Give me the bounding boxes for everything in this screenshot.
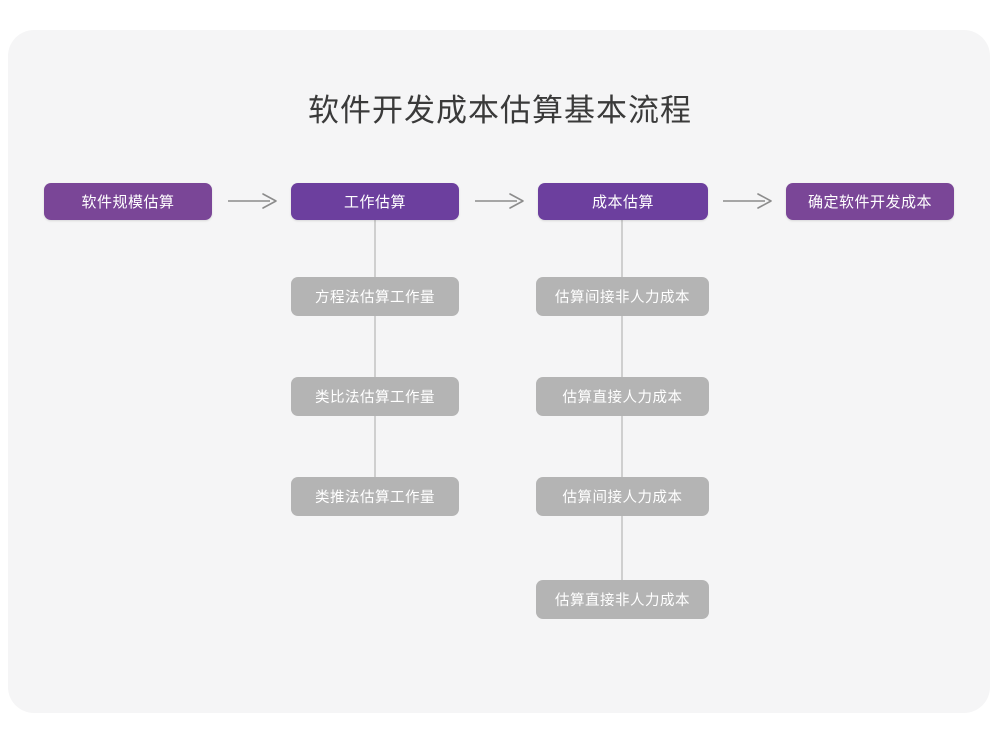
connector-cost-col-upper bbox=[621, 220, 623, 277]
flow-step-4[interactable]: 确定软件开发成本 bbox=[786, 183, 954, 220]
diagram-card bbox=[8, 30, 990, 713]
branch-item-label: 类比法估算工作量 bbox=[315, 390, 435, 406]
branch-item-label: 估算间接非人力成本 bbox=[555, 290, 690, 306]
branch-2-item-1[interactable]: 估算间接非人力成本 bbox=[536, 277, 709, 316]
branch-1-item-2[interactable]: 类比法估算工作量 bbox=[291, 377, 459, 416]
branch-item-label: 估算间接人力成本 bbox=[562, 490, 683, 506]
flow-step-3[interactable]: 成本估算 bbox=[538, 183, 708, 220]
branch-1-item-3[interactable]: 类推法估算工作量 bbox=[291, 477, 459, 516]
branch-item-label: 方程法估算工作量 bbox=[315, 290, 435, 306]
flow-step-label: 软件规模估算 bbox=[81, 194, 175, 211]
branch-item-label: 估算直接人力成本 bbox=[562, 390, 683, 406]
branch-item-label: 估算直接非人力成本 bbox=[555, 593, 690, 609]
connector-cost-col-lower bbox=[621, 416, 623, 477]
connector-work-col-mid bbox=[374, 316, 376, 377]
flow-step-label: 成本估算 bbox=[591, 194, 654, 211]
branch-2-item-2[interactable]: 估算直接人力成本 bbox=[536, 377, 709, 416]
branch-2-item-3[interactable]: 估算间接人力成本 bbox=[536, 477, 709, 516]
connector-work-col-upper bbox=[374, 220, 376, 277]
flow-step-label: 确定软件开发成本 bbox=[807, 194, 932, 211]
branch-item-label: 类推法估算工作量 bbox=[315, 490, 435, 506]
branch-1-item-1[interactable]: 方程法估算工作量 bbox=[291, 277, 459, 316]
flow-step-2[interactable]: 工作估算 bbox=[291, 183, 459, 220]
connector-cost-col-mid bbox=[621, 316, 623, 377]
branch-2-item-4[interactable]: 估算直接非人力成本 bbox=[536, 580, 709, 619]
flow-step-label: 工作估算 bbox=[343, 194, 406, 211]
arrow-step2-step3-icon bbox=[473, 188, 525, 214]
page-title: 软件开发成本估算基本流程 bbox=[308, 93, 692, 128]
flow-step-1[interactable]: 软件规模估算 bbox=[44, 183, 212, 220]
arrow-step3-step4-icon bbox=[721, 188, 773, 214]
connector-cost-col-last bbox=[621, 516, 623, 580]
arrow-step1-step2-icon bbox=[226, 188, 278, 214]
connector-work-col-lower bbox=[374, 416, 376, 477]
